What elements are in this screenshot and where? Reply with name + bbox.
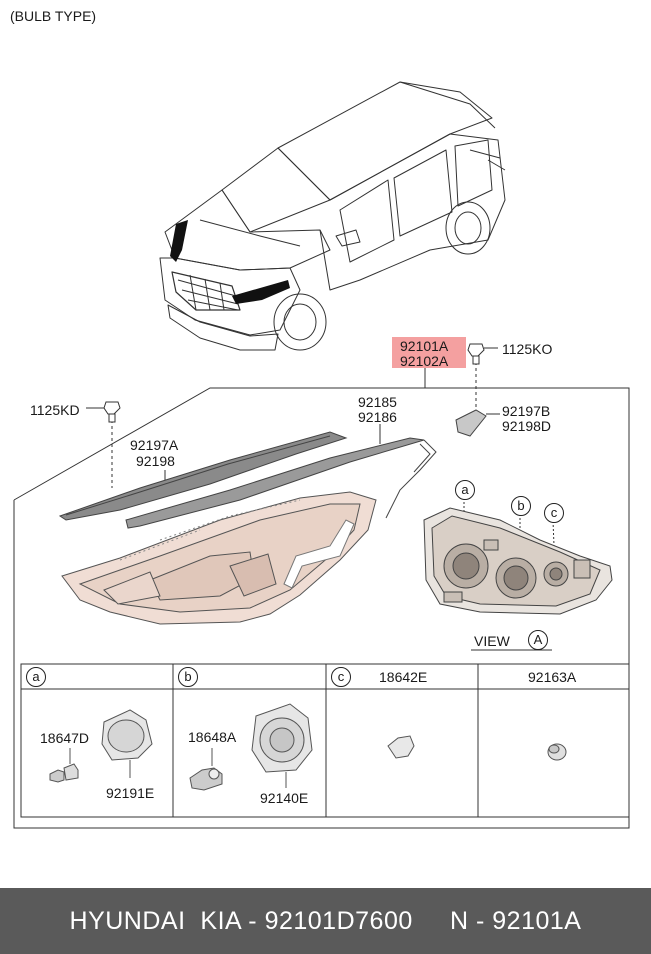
bracket-92197b bbox=[455, 409, 487, 437]
table-header-a-marker: a bbox=[26, 667, 46, 687]
footer-part-number: 92101D7600 bbox=[264, 907, 413, 935]
part-label-18648a[interactable]: 18648A bbox=[188, 729, 237, 745]
trim-strips bbox=[58, 431, 437, 529]
table-header-18642e[interactable]: 18642E bbox=[379, 669, 428, 685]
view-a-lamp-rear bbox=[423, 507, 613, 615]
view-marker-a: a bbox=[455, 480, 475, 500]
part-label-92191e[interactable]: 92191E bbox=[106, 785, 155, 801]
table-header-92163a[interactable]: 92163A bbox=[528, 669, 577, 685]
part-label-92185[interactable]: 92185 bbox=[358, 394, 397, 410]
headlamp-highlight-left bbox=[170, 220, 188, 262]
bulb-table-grid bbox=[20, 663, 630, 818]
table-header-c-marker: c bbox=[331, 667, 351, 687]
part-label-92102a[interactable]: 92102A bbox=[400, 353, 449, 369]
part-label-92197a[interactable]: 92197A bbox=[130, 437, 179, 453]
view-label: VIEW bbox=[474, 633, 510, 649]
part-label-92186[interactable]: 92186 bbox=[358, 409, 397, 425]
part-label-92140e[interactable]: 92140E bbox=[260, 790, 309, 806]
part-label-18647d[interactable]: 18647D bbox=[40, 730, 90, 746]
part-label-1125kd[interactable]: 1125KD bbox=[30, 402, 80, 418]
headlamp-assembly bbox=[61, 491, 377, 625]
part-label-92198d[interactable]: 92198D bbox=[502, 418, 552, 434]
footer-alt-number: N - 92101A bbox=[450, 907, 582, 935]
part-label-92101a[interactable]: 92101A bbox=[400, 338, 449, 354]
part-label-92197b[interactable]: 92197B bbox=[502, 403, 551, 419]
part-number-footer: HYUNDAI KIA - 92101D7600 N - 92101A bbox=[0, 888, 651, 954]
headlamp-highlight-right bbox=[232, 280, 290, 304]
diagram-type-title: (BULB TYPE) bbox=[10, 8, 97, 24]
footer-brand: HYUNDAI KIA bbox=[69, 907, 241, 935]
view-marker-c: c bbox=[544, 503, 564, 523]
main-frame bbox=[13, 368, 630, 829]
highlight-92101a bbox=[392, 337, 466, 368]
view-id-marker: A bbox=[528, 630, 548, 650]
part-label-1125ko[interactable]: 1125KO bbox=[502, 341, 553, 357]
bulb-parts bbox=[49, 703, 567, 791]
part-label-92198[interactable]: 92198 bbox=[136, 453, 175, 469]
bolt-icons bbox=[103, 343, 485, 423]
view-marker-b: b bbox=[511, 496, 531, 516]
table-header-b-marker: b bbox=[178, 667, 198, 687]
vehicle-illustration bbox=[159, 81, 506, 351]
